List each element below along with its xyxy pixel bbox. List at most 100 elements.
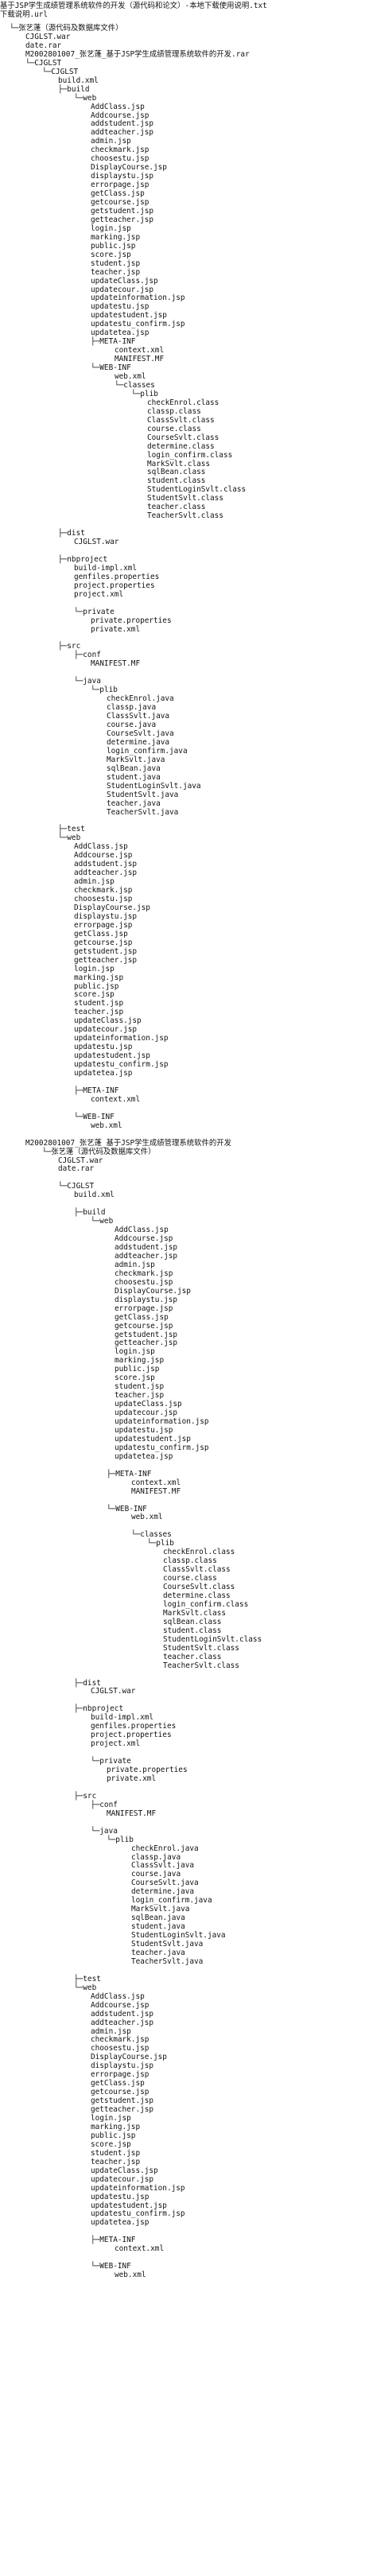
header-line-1: 基于JSP学生成绩管理系统软件的开发（源代码和论文）-本地下载使用说明.txt <box>0 2 267 10</box>
tree-file: updatestu_confirm.jsp <box>91 2209 185 2219</box>
tree-file: sqlBean.java <box>131 1914 185 1923</box>
tree-file: checkEnrol.class <box>147 398 219 407</box>
tree-folder: ├─META-INF <box>74 1086 119 1095</box>
tree-file: MANIFEST.MF <box>115 355 165 364</box>
tree-folder: ├─META-INF <box>91 337 136 347</box>
tree-file: project.xml <box>91 1739 141 1749</box>
tree-file: teacher.class <box>163 1652 222 1661</box>
tree-file: TeacherSvlt.java <box>107 807 179 817</box>
tree-file: updateClass.jsp <box>91 276 158 286</box>
tree-file: updatetea.jsp <box>91 2218 150 2228</box>
tree-file: private.xml <box>107 1774 157 1783</box>
tree-file: student.jsp <box>91 258 141 268</box>
tree-folder: ├─dist <box>74 1678 101 1688</box>
tree-file: updatestu.jsp <box>91 302 150 312</box>
tree-file: admin.jsp <box>115 1260 155 1269</box>
tree-file: updatestudent.jsp <box>91 311 167 321</box>
tree-file: MarkSvlt.class <box>147 459 211 468</box>
tree-folder: └─WEB-INF <box>74 1112 115 1121</box>
tree-file: MarkSvlt.class <box>163 1608 227 1618</box>
tree-file: determine.java <box>107 737 170 747</box>
tree-file: getstudent.jsp <box>115 1330 178 1339</box>
tree-file: DisplayCourse.jsp <box>115 1286 191 1296</box>
tree-file: project.properties <box>91 1731 172 1740</box>
tree-file: displaystu.jsp <box>115 1295 178 1304</box>
tree-file: teacher.java <box>131 1948 185 1957</box>
tree-file: updatestu.jsp <box>115 1425 173 1435</box>
tree-file: student.class <box>147 476 206 486</box>
tree-file: getcourse.jsp <box>74 938 133 947</box>
tree-file: TeacherSvlt.class <box>147 511 223 521</box>
tree-file: MANIFEST.MF <box>107 1809 157 1818</box>
tree-folder: └─WEB-INF <box>107 1504 147 1513</box>
tree-file: addteacher.jsp <box>91 2018 154 2027</box>
tree-file: admin.jsp <box>91 2026 131 2036</box>
tree-file: marking.jsp <box>91 2122 141 2131</box>
tree-file: public.jsp <box>74 981 119 991</box>
tree-file: checkmark.jsp <box>91 146 150 155</box>
tree-file: updatetea.jsp <box>115 1451 173 1461</box>
tree-file: classp.class <box>147 406 201 416</box>
tree-file: classp.java <box>107 703 157 713</box>
tree-file: Addcourse.jsp <box>74 851 133 861</box>
tree-file: score.jsp <box>91 250 131 259</box>
tree-file: public.jsp <box>91 241 136 251</box>
tree-file: admin.jsp <box>74 877 115 887</box>
tree-file: DisplayCourse.jsp <box>91 2053 167 2062</box>
tree-file: addstudent.jsp <box>115 1243 178 1252</box>
tree-file: ClassSvlt.java <box>131 1861 195 1871</box>
tree-file: updateinformation.jsp <box>115 1417 209 1426</box>
tree-file: build-impl.xml <box>74 563 138 573</box>
tree-file: StudentLoginSvlt.java <box>107 781 201 791</box>
tree-file: genfiles.properties <box>91 1722 177 1731</box>
tree-file: course.class <box>147 424 201 433</box>
tree-file: getteacher.jsp <box>91 215 154 224</box>
tree-folder: ├─META-INF <box>107 1469 152 1478</box>
tree-file: web.xml <box>91 1121 122 1130</box>
tree-file: login_confirm.class <box>163 1599 249 1609</box>
tree-file: context.xml <box>115 2244 165 2254</box>
tree-file: updateinformation.jsp <box>74 1034 169 1043</box>
tree-file: displaystu.jsp <box>91 172 154 181</box>
tree-file: getstudent.jsp <box>74 946 138 956</box>
tree-file: date.rar <box>58 1164 95 1174</box>
tree-file: updatestu.jsp <box>91 2192 150 2201</box>
tree-folder: └─plib <box>131 389 158 398</box>
tree-file: login_confirm.class <box>147 450 233 460</box>
tree-file: addstudent.jsp <box>91 119 154 129</box>
tree-file: context.xml <box>115 346 165 356</box>
tree-file: build.xml <box>58 76 99 85</box>
tree-folder: └─WEB-INF <box>91 2262 131 2271</box>
tree-file: score.jsp <box>74 990 115 1000</box>
tree-file: checkEnrol.java <box>107 694 174 704</box>
tree-folder: ├─conf <box>74 651 101 660</box>
tree-file: course.java <box>107 721 157 729</box>
tree-file: determine.java <box>131 1887 195 1897</box>
tree-file: CJGLST.war <box>91 1687 136 1696</box>
tree-file: choosestu.jsp <box>91 2044 150 2053</box>
tree-file: getteacher.jsp <box>91 2105 154 2114</box>
tree-file: classp.java <box>131 1852 181 1862</box>
tree-file: addstudent.jsp <box>91 2009 154 2018</box>
tree-file: date.rar <box>25 41 62 50</box>
tree-folder: └─private <box>74 607 115 616</box>
tree-file: getClass.jsp <box>91 2079 145 2088</box>
tree-file: CJGLST.war <box>74 538 119 546</box>
tree-file: errorpage.jsp <box>74 920 133 930</box>
tree-file: web.xml <box>115 372 146 381</box>
tree-file: updatetea.jsp <box>74 1069 133 1078</box>
tree-file: marking.jsp <box>91 232 141 242</box>
tree-file: student.java <box>131 1922 185 1932</box>
tree-file: ClassSvlt.class <box>147 415 215 425</box>
tree-file: marking.jsp <box>115 1356 165 1366</box>
tree-file: CJGLST.war <box>25 33 71 41</box>
tree-file: login.jsp <box>91 2114 131 2123</box>
tree-folder: └─plib <box>107 1835 134 1844</box>
tree-file: addteacher.jsp <box>91 128 154 138</box>
tree-file: public.jsp <box>115 1365 160 1374</box>
tree-file: StudentLoginSvlt.java <box>131 1931 226 1940</box>
tree-file: Addcourse.jsp <box>91 2000 150 2010</box>
tree-file: private.xml <box>91 624 141 634</box>
tree-folder: └─private <box>91 1757 131 1766</box>
tree-file: ClassSvlt.java <box>107 712 170 721</box>
